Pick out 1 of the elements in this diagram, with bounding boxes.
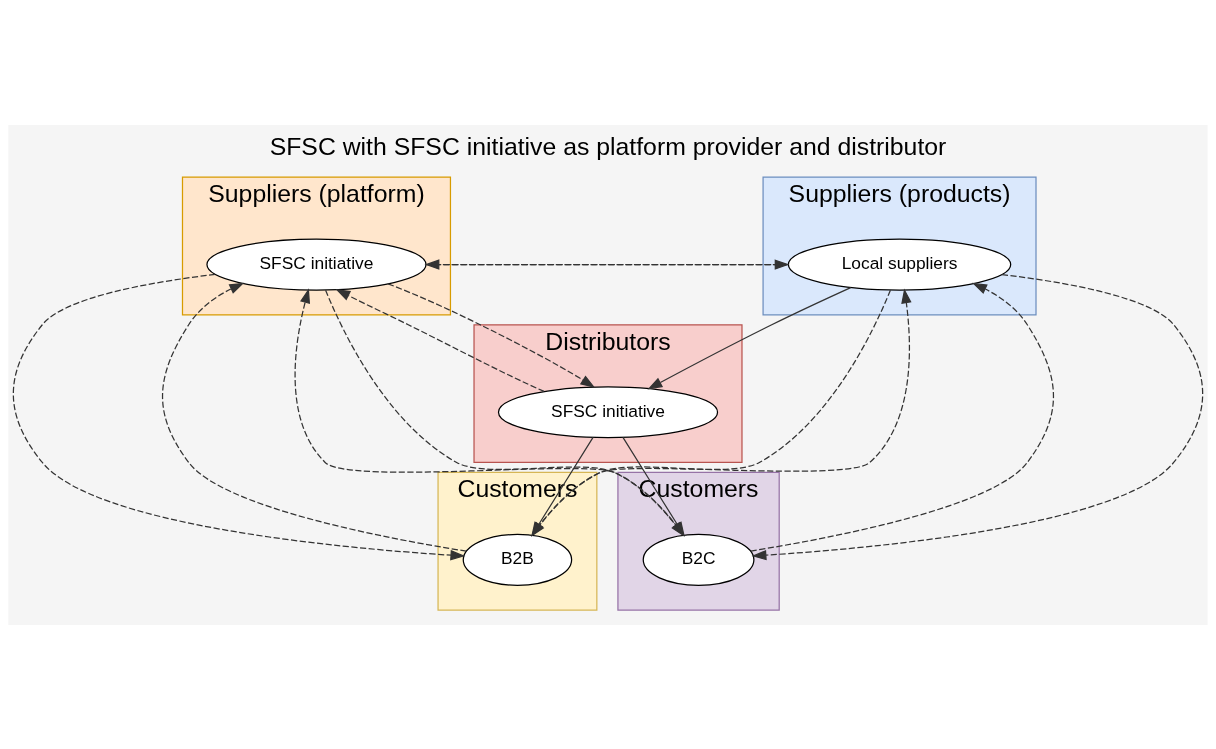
diagram-title: SFSC with SFSC initiative as platform provider and distributor xyxy=(269,132,947,160)
